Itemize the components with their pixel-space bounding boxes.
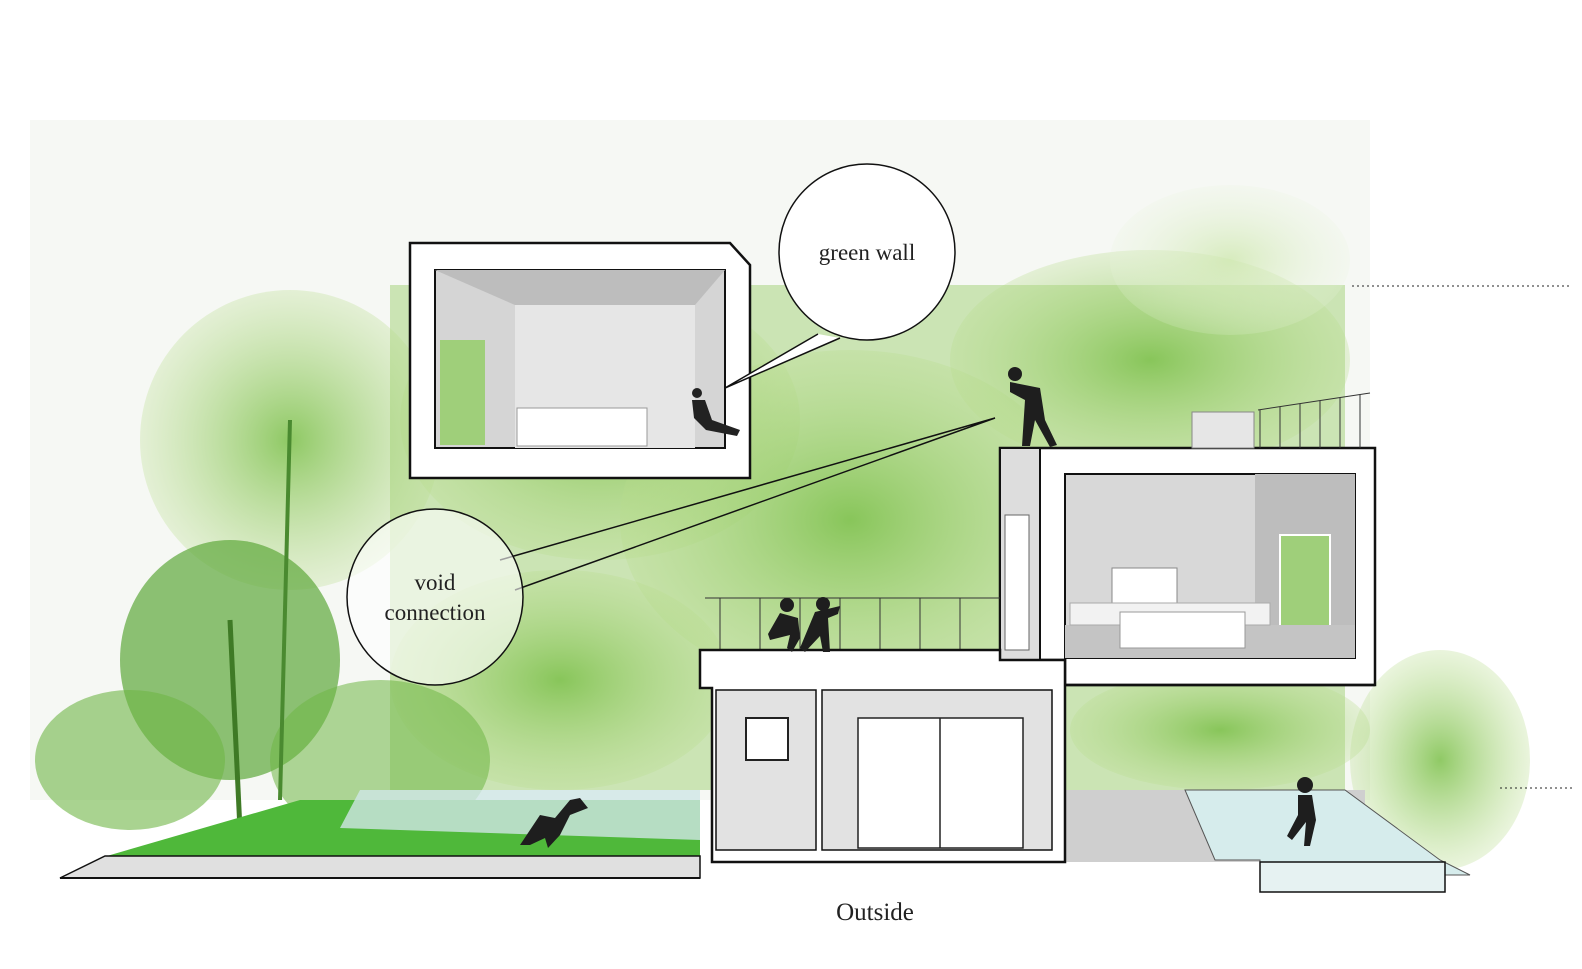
void-label-line2: connection (384, 600, 486, 625)
pond (340, 790, 700, 840)
callout-void-connection (346, 417, 996, 686)
upper-room (408, 241, 752, 480)
callout-green-wall (724, 163, 956, 389)
outside-label: Outside (836, 899, 914, 926)
lower-building (698, 648, 1375, 864)
void-label-line1: void (414, 570, 456, 595)
right-building (998, 392, 1377, 687)
green-wall-label: green wall (818, 240, 916, 265)
trees-right (1350, 650, 1530, 870)
terrace-railing (705, 597, 1000, 650)
dog-silhouette (520, 798, 588, 848)
pavement (59, 855, 701, 879)
trees-left (35, 290, 490, 840)
people-silhouettes (520, 367, 1316, 848)
step (1259, 861, 1446, 893)
